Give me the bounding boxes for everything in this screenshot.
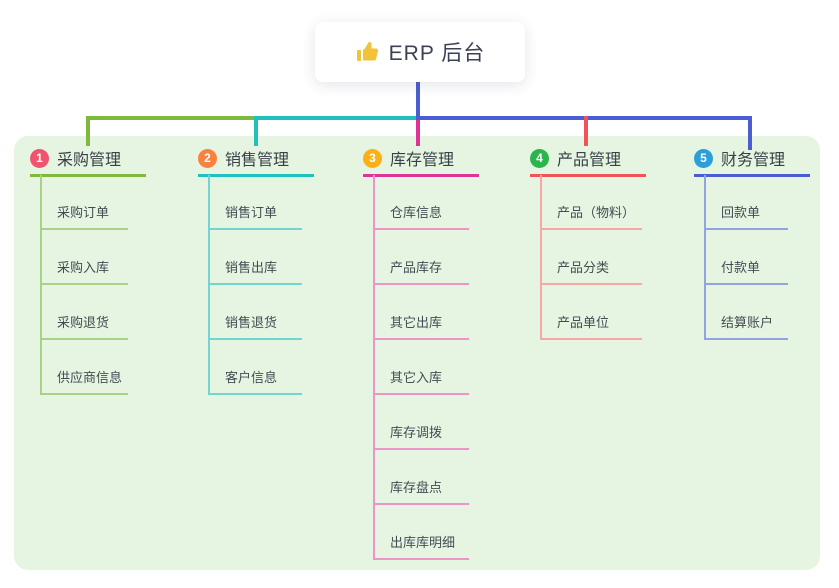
child-label: 销售出库 (225, 260, 278, 275)
branch-finance: 5 财务管理 回款单 付款单 结算账户 (694, 146, 810, 340)
child-node[interactable]: 库存盘点 (375, 450, 469, 505)
child-label: 销售订单 (225, 205, 278, 220)
branch-underline (363, 174, 479, 177)
branch-sales: 2 销售管理 销售订单 销售出库 销售退货 客户信息 (198, 146, 314, 395)
child-label: 产品库存 (390, 260, 443, 275)
branch-underline (30, 174, 146, 177)
child-label: 销售退货 (225, 315, 278, 330)
child-node[interactable]: 付款单 (706, 230, 788, 285)
child-label: 产品单位 (557, 315, 610, 330)
child-label: 产品（物料） (557, 205, 636, 220)
child-node[interactable]: 仓库信息 (375, 175, 469, 230)
branch-label: 销售管理 (225, 152, 290, 169)
child-label: 仓库信息 (390, 205, 443, 220)
child-label: 客户信息 (225, 370, 278, 385)
branch-children: 回款单 付款单 结算账户 (704, 175, 788, 340)
branch-purchase: 1 采购管理 采购订单 采购入库 采购退货 供应商信息 (30, 146, 146, 395)
connector-segment-teal (254, 116, 418, 120)
child-label: 采购退货 (57, 315, 110, 330)
child-node[interactable]: 回款单 (706, 175, 788, 230)
child-label: 产品分类 (557, 260, 610, 275)
branch-children: 销售订单 销售出库 销售退货 客户信息 (208, 175, 302, 395)
child-node[interactable]: 库存调拨 (375, 395, 469, 450)
branches-background-panel (14, 136, 820, 570)
branch-label: 库存管理 (390, 152, 455, 169)
child-node[interactable]: 供应商信息 (42, 340, 128, 395)
branch-inventory: 3 库存管理 仓库信息 产品库存 其它出库 其它入库 库存调拨 库存盘点 出库库… (363, 146, 479, 560)
branch-number-badge: 4 (530, 148, 549, 168)
root-title: ERP 后台 (388, 42, 486, 65)
branch-inventory-header[interactable]: 3 库存管理 (363, 146, 479, 170)
branch-label: 采购管理 (57, 152, 122, 169)
child-label: 库存调拨 (390, 425, 443, 440)
child-node[interactable]: 销售出库 (210, 230, 302, 285)
child-label: 供应商信息 (57, 370, 123, 385)
branch-number-badge: 3 (363, 148, 382, 168)
thumbs-up-icon (355, 40, 379, 64)
branch-product: 4 产品管理 产品（物料） 产品分类 产品单位 (530, 146, 646, 340)
child-label: 采购入库 (57, 260, 110, 275)
branch-drop-line-2 (254, 116, 258, 146)
root-connector-line (416, 80, 420, 120)
branch-label: 产品管理 (557, 152, 622, 169)
child-label: 其它出库 (390, 315, 443, 330)
branch-sales-header[interactable]: 2 销售管理 (198, 146, 314, 170)
child-node[interactable]: 产品分类 (542, 230, 642, 285)
branch-number-badge: 5 (694, 148, 713, 168)
child-label: 其它入库 (390, 370, 443, 385)
branch-children: 产品（物料） 产品分类 产品单位 (540, 175, 642, 340)
branch-product-header[interactable]: 4 产品管理 (530, 146, 646, 170)
branch-finance-header[interactable]: 5 财务管理 (694, 146, 810, 170)
child-label: 库存盘点 (390, 480, 443, 495)
connector-segment-green (86, 116, 256, 120)
child-node[interactable]: 客户信息 (210, 340, 302, 395)
child-label: 回款单 (721, 205, 761, 220)
child-node[interactable]: 产品库存 (375, 230, 469, 285)
child-node[interactable]: 结算账户 (706, 285, 788, 340)
child-label: 出库库明细 (390, 535, 456, 550)
branch-purchase-header[interactable]: 1 采购管理 (30, 146, 146, 170)
child-node[interactable]: 销售退货 (210, 285, 302, 340)
child-node[interactable]: 其它出库 (375, 285, 469, 340)
branch-underline (694, 174, 810, 177)
branch-label: 财务管理 (721, 152, 786, 169)
branch-underline (198, 174, 314, 177)
child-node[interactable]: 采购订单 (42, 175, 128, 230)
branch-underline (530, 174, 646, 177)
branch-children: 仓库信息 产品库存 其它出库 其它入库 库存调拨 库存盘点 出库库明细 (373, 175, 469, 560)
child-node[interactable]: 出库库明细 (375, 505, 469, 560)
branch-drop-line-4 (584, 116, 588, 146)
child-node[interactable]: 其它入库 (375, 340, 469, 395)
root-node[interactable]: ERP 后台 (315, 22, 525, 82)
branch-number-badge: 1 (30, 148, 49, 168)
branch-children: 采购订单 采购入库 采购退货 供应商信息 (40, 175, 128, 395)
child-node[interactable]: 采购入库 (42, 230, 128, 285)
child-node[interactable]: 销售订单 (210, 175, 302, 230)
branch-number-badge: 2 (198, 148, 217, 168)
branch-drop-line-5 (748, 116, 752, 150)
child-label: 结算账户 (721, 315, 774, 330)
child-node[interactable]: 产品（物料） (542, 175, 642, 230)
branch-drop-line-3 (416, 120, 420, 146)
child-node[interactable]: 产品单位 (542, 285, 642, 340)
child-node[interactable]: 采购退货 (42, 285, 128, 340)
child-label: 付款单 (721, 260, 761, 275)
branch-drop-line-1 (86, 116, 90, 146)
child-label: 采购订单 (57, 205, 110, 220)
